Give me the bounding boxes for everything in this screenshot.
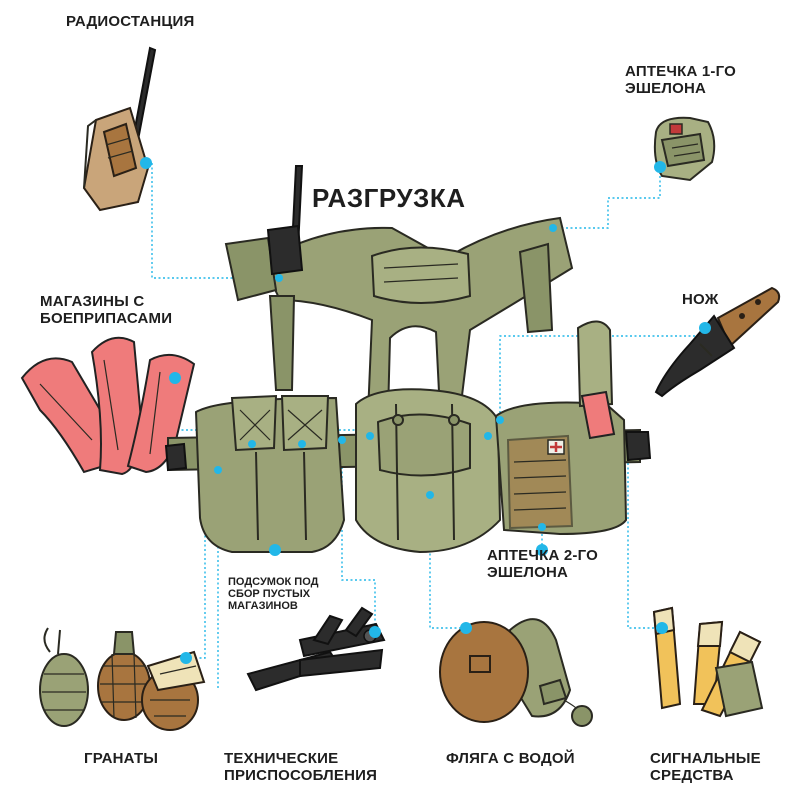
label-radio: РАДИОСТАНЦИЯ <box>66 13 195 30</box>
canteen-icon <box>439 618 593 727</box>
first-aid-kit-icon <box>653 116 716 182</box>
label-grenades: ГРАНАТЫ <box>84 750 159 767</box>
label-tools: ТЕХНИЧЕСКИЕ ПРИСПОСОБЛЕНИЯ <box>224 750 378 784</box>
label-dump-pouch: ПОДСУМОК ПОД СБОР ПУСТЫХ МАГАЗИНОВ <box>228 576 319 613</box>
grenades-icon <box>39 627 206 731</box>
multitool-icon <box>246 606 386 692</box>
label-magazines: МАГАЗИНЫ С БОЕПРИПАСАМИ <box>40 293 173 327</box>
vest-icon <box>164 165 652 554</box>
magazines-icon <box>20 336 196 476</box>
label-signals: СИГНАЛЬНЫЕ СРЕДСТВА <box>650 750 761 784</box>
radio-icon <box>82 46 157 212</box>
label-first-aid-1: АПТЕЧКА 1-ГО ЭШЕЛОНА <box>625 63 736 97</box>
label-canteen: ФЛЯГА С ВОДОЙ <box>446 750 575 767</box>
flares-icon <box>652 606 764 718</box>
main-title: РАЗГРУЗКА <box>312 183 466 213</box>
knife-icon <box>654 286 781 398</box>
label-first-aid-2: АПТЕЧКА 2-ГО ЭШЕЛОНА <box>487 547 598 581</box>
leader-dots <box>140 157 711 664</box>
label-knife: НОЖ <box>682 291 719 308</box>
